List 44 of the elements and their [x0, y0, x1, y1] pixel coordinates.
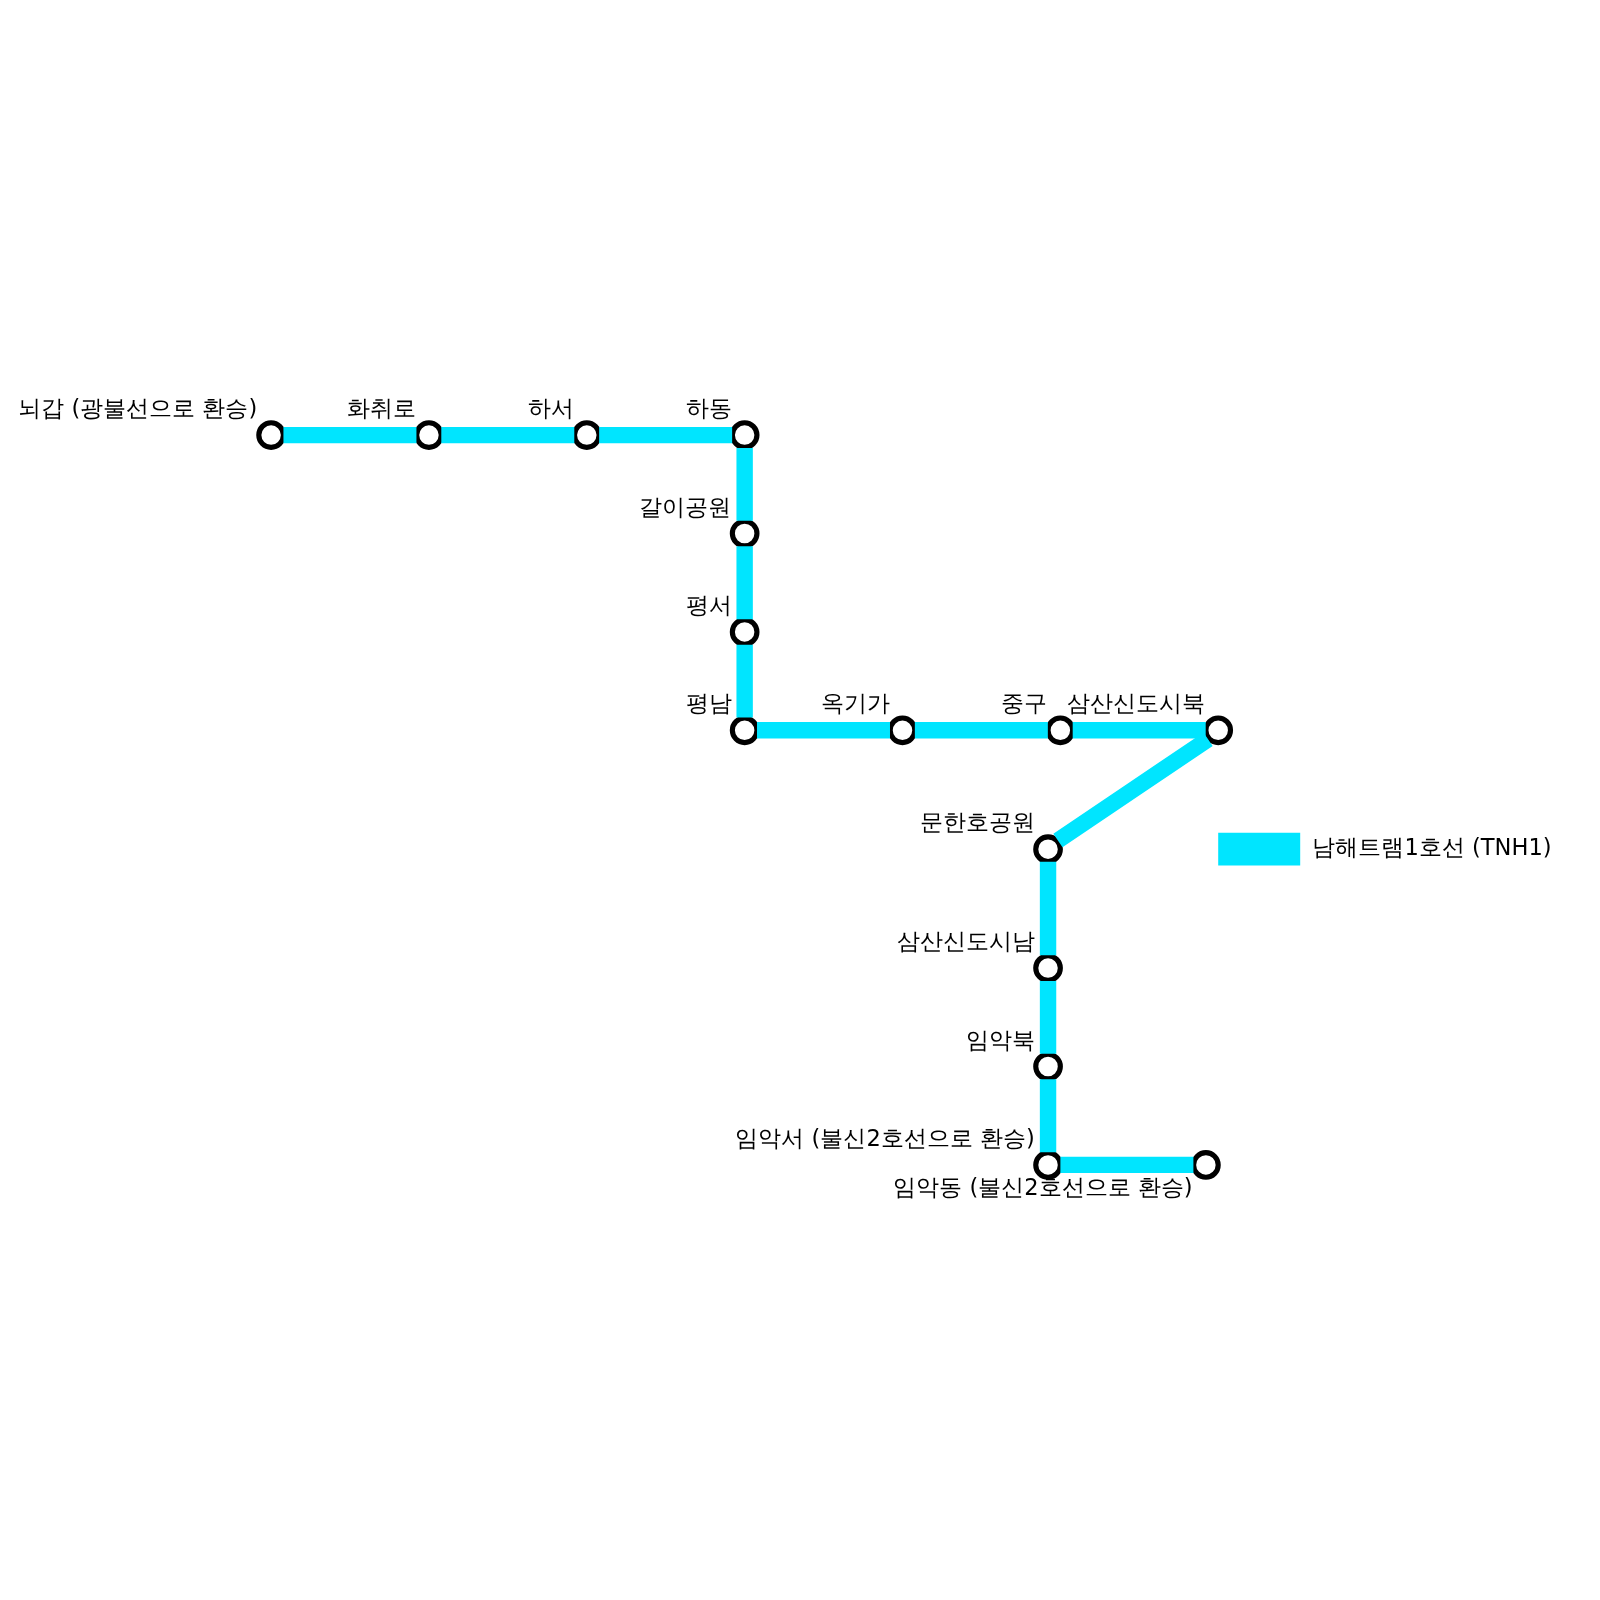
connector [1039, 1079, 1057, 1153]
node-label: 평서 [685, 592, 732, 619]
node-circle [729, 518, 760, 549]
connector [441, 426, 575, 444]
connector [1060, 1156, 1194, 1174]
node-label: 임악서 (불신2호선으로 환승) [735, 1125, 1035, 1152]
node-circle [571, 420, 602, 450]
node-circle [414, 420, 444, 450]
connector [1053, 732, 1213, 848]
node-circle [1203, 715, 1234, 746]
connector [599, 426, 733, 444]
node-circle [1033, 834, 1063, 865]
node-circle [729, 420, 760, 450]
node-label: 하동 [685, 395, 732, 422]
connector [736, 447, 753, 521]
node-label: 삼산신도시북 [1067, 690, 1206, 717]
node-label: 중구 [1001, 690, 1048, 717]
node-circle [1033, 1051, 1063, 1082]
node-circle [1191, 1150, 1221, 1180]
node-circle [729, 715, 760, 746]
node-label: 임악동 (불신2호선으로 환승) [893, 1174, 1193, 1201]
connector [757, 722, 890, 739]
node-label: 하서 [527, 395, 574, 422]
node-circle [1033, 953, 1063, 983]
node-label: 갈이공원 [639, 493, 732, 520]
connector [736, 546, 753, 620]
node-circle [729, 617, 760, 647]
node-label: 화취로 [347, 395, 417, 422]
connector [1039, 980, 1057, 1054]
node-circle [887, 715, 918, 746]
connector [736, 644, 753, 718]
node-label: 임악북 [966, 1026, 1036, 1053]
node-label: 평남 [685, 690, 732, 717]
node-label: 뇌갑 (광불선으로 환승) [18, 395, 258, 422]
connector [1039, 861, 1057, 956]
node-circle [256, 420, 286, 450]
connector [914, 722, 1048, 739]
node-label: 문한호공원 [919, 809, 1035, 836]
connector [1072, 722, 1206, 739]
node-label: 삼산신도시남 [897, 928, 1036, 955]
connector [283, 426, 417, 444]
node-label: 옥기가 [820, 690, 890, 717]
legend-label: 남해트램1호선 (TNH1) [1312, 833, 1552, 860]
node-circle [1045, 715, 1076, 746]
